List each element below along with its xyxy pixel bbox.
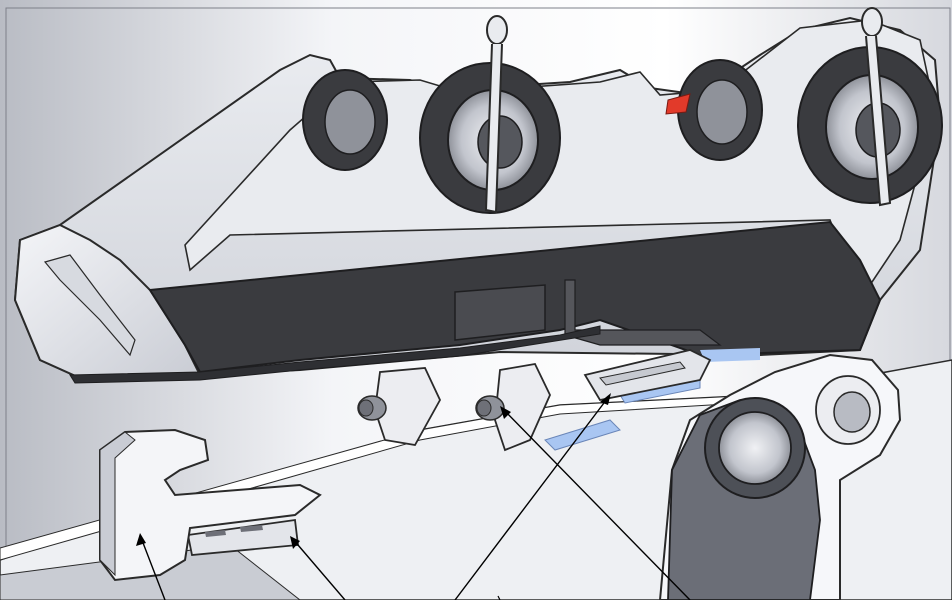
bottom-ledge: [69, 325, 601, 384]
callout-arrowhead-lower-plate: [290, 536, 300, 549]
rear-left-pin-boss: [302, 69, 388, 171]
hook-plate: [99, 428, 322, 582]
rear-right-pin-boss: [677, 59, 763, 161]
blue-highlight-upper: [700, 348, 760, 362]
front-right-pin-boss: [797, 46, 943, 204]
channel-notch: [454, 284, 546, 341]
callout-arrowhead-upper-plate: [600, 393, 611, 405]
blue-highlight-lower: [544, 419, 621, 451]
right-cotter-pin: [861, 7, 892, 207]
sliding-plate-upper: [583, 349, 712, 402]
link-arm-end-bore: [815, 375, 881, 445]
link-arm-bore: [704, 397, 806, 499]
callout-line-bolt: [501, 407, 691, 600]
red-marker: [665, 93, 691, 115]
callout-line-hook-plate: [139, 534, 166, 600]
wedge-block-right: [475, 362, 551, 452]
front-side-plate-slot: [43, 254, 136, 357]
wedge-block-left: [357, 367, 442, 446]
callout-arrowhead-hook-plate: [136, 533, 146, 546]
left-cotter-pin: [484, 15, 508, 214]
callout-line-lower-plate: [291, 537, 346, 600]
hook-plate-shadow: [99, 431, 136, 577]
callout-line-upper-plate: [454, 394, 611, 600]
callout-line-bolt-secondary: [497, 595, 501, 600]
callout-arrowhead-bolt: [500, 406, 511, 419]
sliding-plate-lower: [186, 518, 300, 556]
